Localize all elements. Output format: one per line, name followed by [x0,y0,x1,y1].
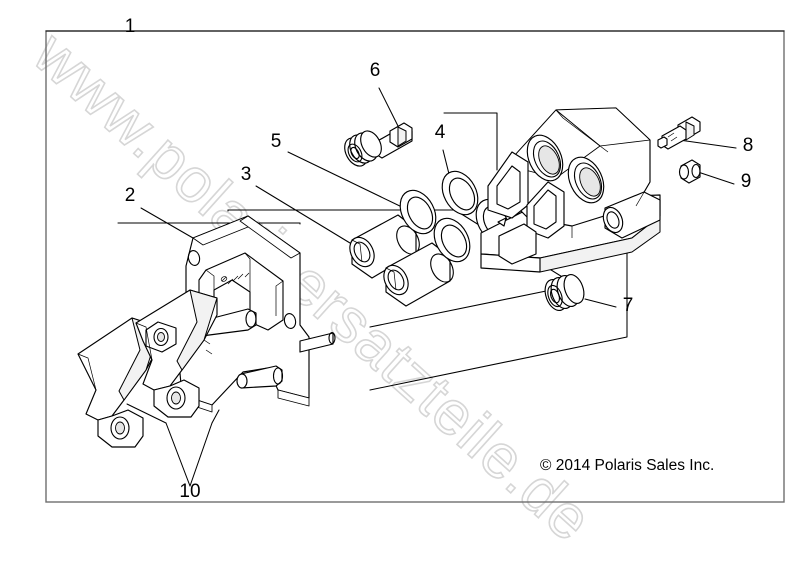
copyright-notice: © 2014 Polaris Sales Inc. [540,457,714,474]
bracket-stamp-marking [220,272,250,285]
guide-pin-with-boot [344,122,413,167]
brake-pad-inner [135,289,218,418]
seal-ring-3 [441,170,479,216]
bleeder-cap [678,159,701,184]
slide-pin-bushing [544,273,585,311]
callout-3[interactable]: 3 [241,164,252,185]
callout-9[interactable]: 9 [741,171,752,192]
callout-10[interactable]: 10 [179,481,200,502]
caliper-body [480,107,661,273]
piston-lower [383,242,454,307]
bracket-slide-pin-lower [236,365,284,389]
caliper-bore-left [526,134,564,182]
watermark: www.polarisersatzteile.de [19,18,606,556]
boot-ribs [344,130,382,167]
callout-1[interactable]: 1 [125,16,136,37]
seal-ring-1 [399,189,437,235]
caliper-bore-right [567,156,605,204]
callout-2[interactable]: 2 [125,185,136,206]
watermark-text: www.polarisersatzteile.de [20,18,605,555]
seal-ring-2 [433,217,471,263]
callout-4[interactable]: 4 [435,122,446,143]
callout-6[interactable]: 6 [370,60,381,81]
brake-pad-outer [77,317,161,448]
bleeder-screw [657,116,701,150]
callout-5[interactable]: 5 [271,131,282,152]
piston-upper [349,214,420,279]
bracket-slide-pin-right [299,331,336,353]
callout-8[interactable]: 8 [743,135,754,156]
caliper-arrow-mark [497,217,507,227]
callout-numbers: 1 2 3 4 5 6 7 8 9 10 [125,16,754,502]
callout-7[interactable]: 7 [623,295,634,316]
